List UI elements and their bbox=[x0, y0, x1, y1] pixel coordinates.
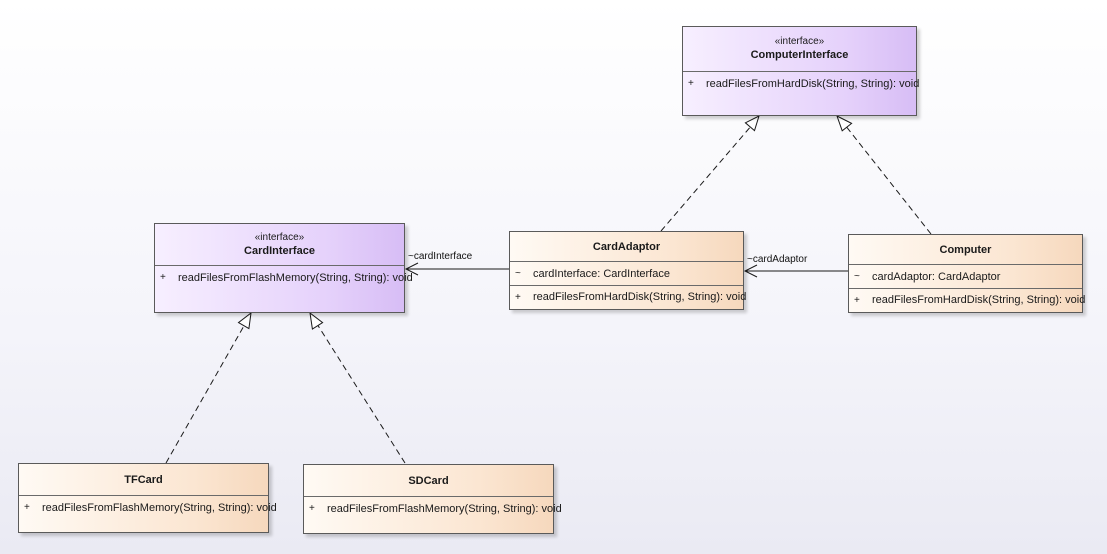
attribute-text: cardAdaptor: CardAdaptor bbox=[872, 270, 1001, 283]
class-name: CardInterface bbox=[244, 244, 315, 257]
class-box-card-interface[interactable]: «interface» CardInterface + readFilesFro… bbox=[154, 223, 413, 313]
class-box-computer[interactable]: Computer ~ cardAdaptor: CardAdaptor + re… bbox=[848, 234, 1086, 313]
association-label-card-adaptor: ~cardAdaptor bbox=[747, 254, 808, 265]
association-adaptor-to-card-interface bbox=[404, 262, 509, 276]
class-box-computer-interface[interactable]: «interface» ComputerInterface + readFile… bbox=[682, 26, 920, 116]
visibility-marker: ~ bbox=[515, 268, 521, 279]
class-box-tf-card[interactable]: TFCard + readFilesFromFlashMemory(String… bbox=[18, 463, 277, 533]
visibility-marker: + bbox=[24, 502, 30, 513]
visibility-marker: + bbox=[854, 294, 860, 306]
attribute-text: cardInterface: CardInterface bbox=[533, 267, 670, 280]
class-name: TFCard bbox=[124, 473, 163, 486]
class-header: TFCard bbox=[19, 464, 268, 496]
realization-sd-card-to-card-interface bbox=[309, 311, 406, 464]
class-header: CardAdaptor bbox=[510, 232, 743, 262]
operation-row[interactable]: + readFilesFromFlashMemory(String, Strin… bbox=[304, 497, 562, 520]
realization-tf-card-to-card-interface bbox=[165, 311, 252, 464]
class-box-sd-card[interactable]: SDCard + readFilesFromFlashMemory(String… bbox=[303, 464, 562, 534]
operation-row[interactable]: + readFilesFromHardDisk(String, String):… bbox=[849, 288, 1086, 311]
visibility-marker: + bbox=[515, 291, 521, 303]
class-header: «interface» ComputerInterface bbox=[683, 27, 916, 72]
operation-text: readFilesFromHardDisk(String, String): v… bbox=[872, 294, 1086, 306]
class-header: «interface» CardInterface bbox=[155, 224, 404, 266]
operation-row[interactable]: + readFilesFromHardDisk(String, String):… bbox=[683, 72, 920, 95]
class-header: Computer bbox=[849, 235, 1082, 265]
visibility-marker: + bbox=[160, 272, 166, 283]
operation-text: readFilesFromHardDisk(String, String): v… bbox=[706, 77, 920, 90]
class-box-card-adaptor[interactable]: CardAdaptor ~ cardInterface: CardInterfa… bbox=[509, 231, 747, 310]
operation-text: readFilesFromHardDisk(String, String): v… bbox=[533, 291, 747, 303]
operation-text: readFilesFromFlashMemory(String, String)… bbox=[178, 271, 413, 284]
visibility-marker: + bbox=[688, 78, 694, 89]
attribute-row[interactable]: ~ cardAdaptor: CardAdaptor bbox=[849, 265, 1082, 288]
operation-text: readFilesFromFlashMemory(String, String)… bbox=[327, 502, 562, 515]
stereotype-label: «interface» bbox=[774, 36, 825, 47]
visibility-marker: + bbox=[309, 503, 315, 514]
association-label-card-interface: ~cardInterface bbox=[408, 251, 473, 262]
class-header: SDCard bbox=[304, 465, 553, 497]
stereotype-label: «interface» bbox=[254, 231, 305, 243]
realization-card-adaptor-to-computer-interface bbox=[660, 115, 760, 232]
class-name: CardAdaptor bbox=[592, 240, 661, 253]
operation-row[interactable]: + readFilesFromHardDisk(String, String):… bbox=[510, 285, 747, 308]
class-name: ComputerInterface bbox=[750, 49, 849, 61]
class-name: SDCard bbox=[408, 474, 449, 487]
class-name: Computer bbox=[939, 243, 992, 256]
association-computer-to-card-adaptor bbox=[743, 264, 848, 278]
attribute-row[interactable]: ~ cardInterface: CardInterface bbox=[510, 262, 743, 285]
operation-row[interactable]: + readFilesFromFlashMemory(String, Strin… bbox=[155, 266, 413, 289]
visibility-marker: ~ bbox=[854, 271, 860, 282]
operation-text: readFilesFromFlashMemory(String, String)… bbox=[42, 501, 277, 514]
operation-row[interactable]: + readFilesFromFlashMemory(String, Strin… bbox=[19, 496, 277, 519]
realization-computer-to-computer-interface bbox=[836, 114, 932, 235]
